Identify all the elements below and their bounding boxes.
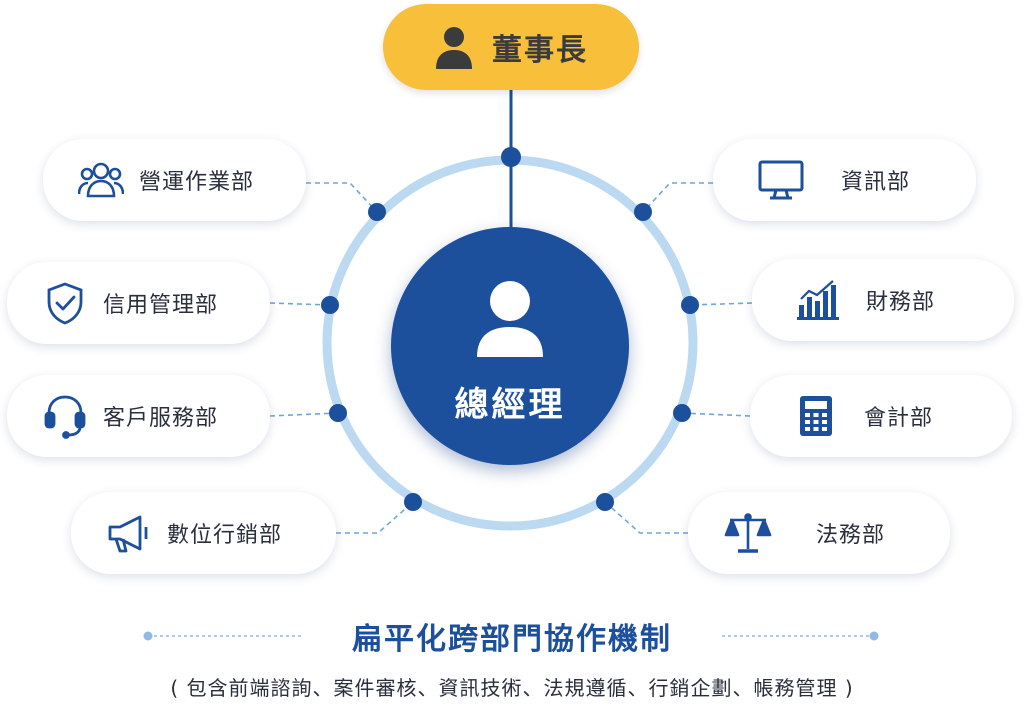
dept-label: 會計部 xyxy=(864,406,934,431)
dept-operations: 營運作業部 xyxy=(43,139,306,221)
dept-customer-service: 客戶服務部 xyxy=(7,375,270,457)
footer-dot-right xyxy=(869,631,879,641)
footer-dot-left xyxy=(143,631,153,641)
team-icon xyxy=(77,156,125,204)
dept-label: 營運作業部 xyxy=(139,170,255,195)
dept-it: 資訊部 xyxy=(713,139,976,221)
connector-marketing xyxy=(336,501,414,534)
ring-node xyxy=(368,203,386,221)
general-manager-node: 總經理 xyxy=(391,227,629,465)
shield-check-icon xyxy=(41,279,89,327)
scales-icon xyxy=(724,509,772,557)
ring-node xyxy=(329,404,347,422)
connector-it xyxy=(642,182,713,213)
dept-accounting: 會計部 xyxy=(750,375,1012,457)
chairman-node: 董事長 xyxy=(383,4,639,90)
footer-title: 扁平化跨部門協作機制 xyxy=(352,622,672,657)
dept-label: 信用管理部 xyxy=(103,293,219,318)
headset-icon xyxy=(41,392,89,440)
dept-label: 資訊部 xyxy=(841,170,911,195)
dept-legal: 法務部 xyxy=(688,492,950,574)
dept-label: 客戶服務部 xyxy=(103,406,219,431)
ring-node xyxy=(634,203,652,221)
connector-legal xyxy=(604,501,688,534)
person-icon xyxy=(477,281,543,357)
dept-credit-management: 信用管理部 xyxy=(7,262,270,344)
dept-label: 數位行銷部 xyxy=(167,523,283,548)
dept-digital-marketing: 數位行銷部 xyxy=(71,492,336,574)
calculator-icon xyxy=(792,392,840,440)
dept-label: 法務部 xyxy=(816,523,886,548)
person-icon xyxy=(436,27,472,69)
general-manager-label: 總經理 xyxy=(454,385,566,425)
bar-chart-icon xyxy=(794,276,842,324)
ring-node xyxy=(404,493,422,511)
ring-node xyxy=(501,147,521,167)
ring-node xyxy=(681,296,699,314)
connector-accounting xyxy=(681,412,751,417)
connector-credit xyxy=(269,302,331,306)
ring-node xyxy=(596,493,614,511)
chairman-label: 董事長 xyxy=(492,33,588,68)
connector-ops xyxy=(306,182,378,213)
ring-node xyxy=(673,404,691,422)
connector-finance xyxy=(689,302,753,306)
monitor-icon xyxy=(757,156,805,204)
ring-node xyxy=(321,296,339,314)
dept-finance: 財務部 xyxy=(752,259,1014,341)
dept-label: 財務部 xyxy=(866,290,936,315)
connector-service xyxy=(269,412,339,417)
footer-subtitle: ( 包含前端諮詢、案件審核、資訊技術、法規遵循、行銷企劃、帳務管理 ) xyxy=(170,676,854,700)
megaphone-icon xyxy=(105,509,153,557)
